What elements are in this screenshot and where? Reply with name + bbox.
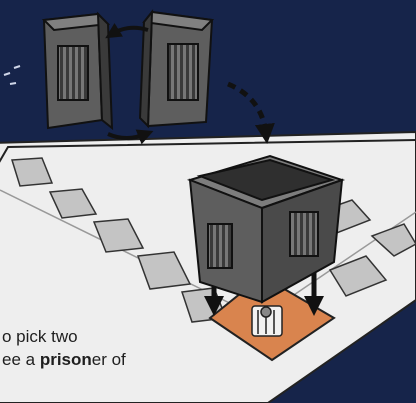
caption-line-1: o pick two [2,327,78,347]
prisoner-figure [252,306,282,336]
cage-half-right-icon [140,12,212,126]
sparkle-marks [4,66,20,84]
caption-line-2: ee a prisoner of [2,350,126,370]
cage-half-left-icon [44,14,112,128]
